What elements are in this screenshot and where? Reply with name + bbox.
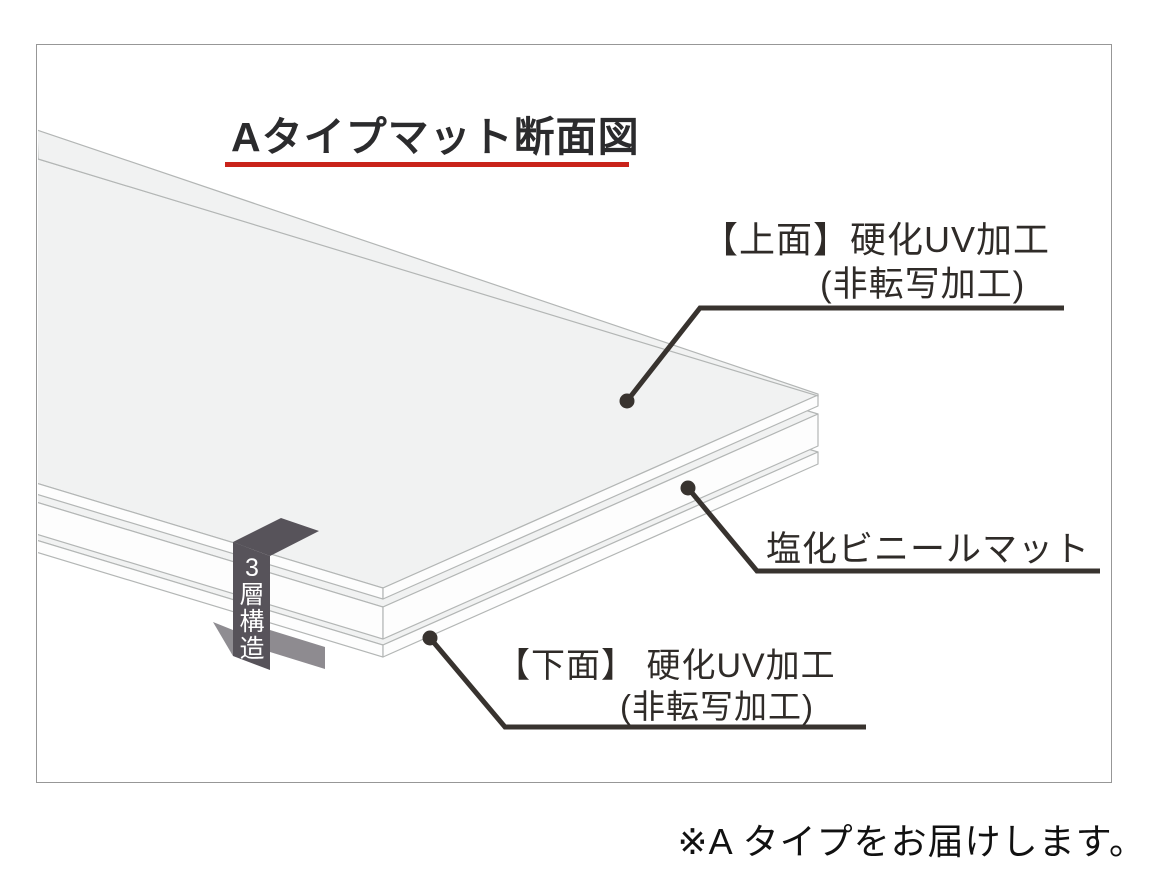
vinyl-mat-layer-right-face	[382, 413, 819, 640]
label-bottom-surface-line1: 【下面】 硬化UV加工	[496, 647, 836, 685]
label-bottom-surface-line2: (非転写加工)	[620, 688, 814, 725]
ribbon-text-char: 層	[239, 581, 264, 609]
label-vinyl-mat: 塩化ビニールマット	[766, 530, 1091, 569]
label-top-surface-line2: (非転写加工)	[820, 265, 1026, 304]
note-text: ※A タイプをお届けします。	[677, 821, 1146, 862]
top-uv-layer-right-face	[382, 394, 819, 600]
ribbon-text-char: 3	[245, 554, 259, 582]
top-edge-band	[38, 129, 819, 397]
leader-top-surface-line	[625, 305, 1064, 403]
leader-bottom-surface-dot	[422, 630, 438, 646]
page-title: Aタイプマット断面図	[231, 114, 640, 160]
title-underline	[225, 162, 629, 167]
label-top-surface-line1: 【上面】硬化UV加工	[702, 219, 1051, 260]
ribbon-bottom-flap	[270, 630, 325, 669]
ribbon-shadow	[213, 622, 233, 656]
ribbon-strip	[233, 542, 270, 670]
leader-vinyl-mat-dot	[680, 480, 696, 496]
ribbon-text-char: 構	[239, 608, 264, 636]
ribbon-top-flap	[233, 518, 319, 556]
ribbon-text-char: 造	[239, 635, 264, 663]
bottom-uv-layer-right-face	[382, 451, 819, 658]
leader-vinyl-mat-line	[686, 486, 1100, 574]
leader-top-surface-dot	[619, 393, 635, 409]
leader-bottom-surface-line	[428, 636, 866, 730]
